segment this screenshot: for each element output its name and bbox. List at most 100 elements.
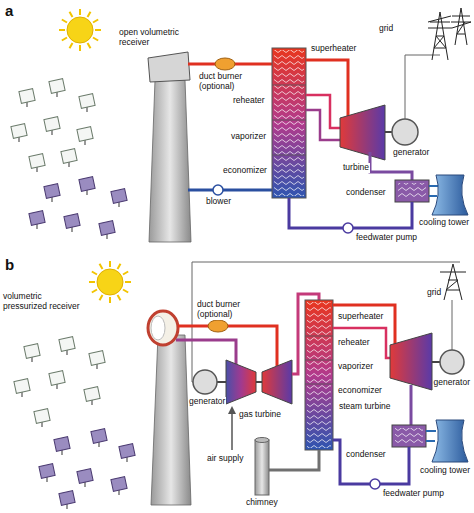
flue-gas-pipe (269, 450, 319, 470)
cooling-tower-symbol (432, 175, 468, 215)
heliostat-mirror (44, 117, 60, 132)
heat-exchanger (272, 48, 306, 198)
heliostat-mirror (34, 409, 50, 424)
arrowhead (228, 406, 236, 414)
component-label: blower (205, 197, 232, 207)
sun (59, 9, 101, 51)
sun-ray (70, 43, 73, 48)
sun-ray (88, 43, 91, 48)
component-label: vaporizer (230, 132, 267, 142)
component-label: superheater (310, 44, 357, 54)
sun-ray (93, 20, 98, 23)
sun-disc (67, 17, 93, 43)
cooling-pipe (429, 186, 438, 196)
heliostat-mirror (29, 211, 45, 226)
feedwater-pipe (333, 440, 409, 484)
component-label: reheater (232, 96, 266, 106)
grid-wire (452, 300, 453, 350)
reheat-pipe (333, 328, 390, 358)
blower-symbol (213, 185, 223, 195)
reheat-pipe (306, 110, 340, 140)
heliostat-mirror (91, 429, 107, 444)
heliostat-mirror (77, 127, 93, 142)
component-label: economizer (222, 166, 268, 176)
component-label: steam turbine (338, 402, 392, 412)
duct-burner (208, 320, 228, 332)
component-label: cooling tower (419, 466, 471, 476)
sun (89, 261, 131, 303)
component-label: vaporizer (337, 362, 374, 372)
sun-disc (97, 269, 123, 295)
reheat-pipe (306, 95, 340, 128)
sun-ray (118, 264, 121, 269)
heat-exchanger (305, 300, 333, 450)
shaft (385, 131, 392, 133)
component-label: generator (188, 397, 226, 407)
heliostat-mirror (61, 149, 77, 164)
sun-ray (92, 272, 97, 275)
sun-ray (93, 38, 98, 41)
heliostat-mirror (11, 124, 27, 139)
heliostat-mirror (79, 94, 95, 109)
steam-pipe (306, 60, 348, 116)
hot-air-pipe (178, 326, 277, 366)
condenser-symbol (395, 180, 429, 202)
sun-ray (79, 45, 81, 51)
component-label: grid (378, 24, 394, 34)
exhaust-steam-pipe (410, 385, 413, 425)
sun-ray (123, 272, 128, 275)
heliostat-mirror (84, 387, 100, 402)
component-label: economizer (337, 386, 383, 396)
grid-wire (405, 55, 440, 119)
heliostat-mirror (64, 214, 80, 229)
sun-ray (109, 297, 111, 303)
turbine-symbol (340, 105, 385, 160)
cooling-pipe (426, 431, 436, 441)
heliostat-mirror (111, 477, 127, 492)
pressurized-receiver (148, 311, 178, 345)
sun-ray (70, 12, 73, 17)
generator-symbol (440, 350, 464, 374)
pump-symbol (343, 223, 353, 233)
heliostat-mirror (44, 184, 60, 199)
sun-ray (100, 264, 103, 269)
pump-symbol (370, 479, 380, 489)
component-label: feedwater pump (355, 233, 418, 243)
air-inlet-arrow (231, 410, 233, 450)
sun-ray (109, 261, 111, 267)
sun-ray (79, 9, 81, 15)
component-label: feedwater pump (382, 489, 445, 499)
component-label: chimney (245, 498, 279, 508)
heliostat-mirror (59, 491, 75, 506)
component-label: duct burner (optional) (196, 300, 256, 320)
component-label: duct burner (optional) (198, 72, 260, 92)
sun-ray (95, 29, 101, 31)
sun-ray (88, 12, 91, 17)
coils (307, 302, 331, 448)
heliostat-mirror (54, 437, 70, 452)
heliostat-mirror (99, 221, 115, 236)
shaft (217, 381, 262, 383)
heliostat-mirror (79, 177, 95, 192)
chimney-symbol (255, 440, 269, 495)
duct-burner (215, 58, 235, 70)
heliostat-mirror (111, 189, 127, 204)
heliostat-mirror (14, 379, 30, 394)
component-label: condenser (345, 450, 387, 460)
sun-ray (62, 20, 67, 23)
tower (149, 80, 191, 242)
heliostat-mirror (19, 89, 35, 104)
component-label: generator (392, 148, 430, 158)
component-label: superheater (337, 312, 384, 322)
heliostat-mirror (119, 444, 135, 459)
receiver-window (151, 316, 165, 340)
panel-letter: b (4, 256, 15, 273)
component-label: air supply (206, 454, 244, 464)
section-lines (305, 336, 333, 384)
heliostat-mirror (49, 371, 65, 386)
generator-symbol (392, 119, 418, 145)
coils (398, 183, 426, 199)
sun-ray (92, 290, 97, 293)
generator-symbol (193, 370, 217, 394)
